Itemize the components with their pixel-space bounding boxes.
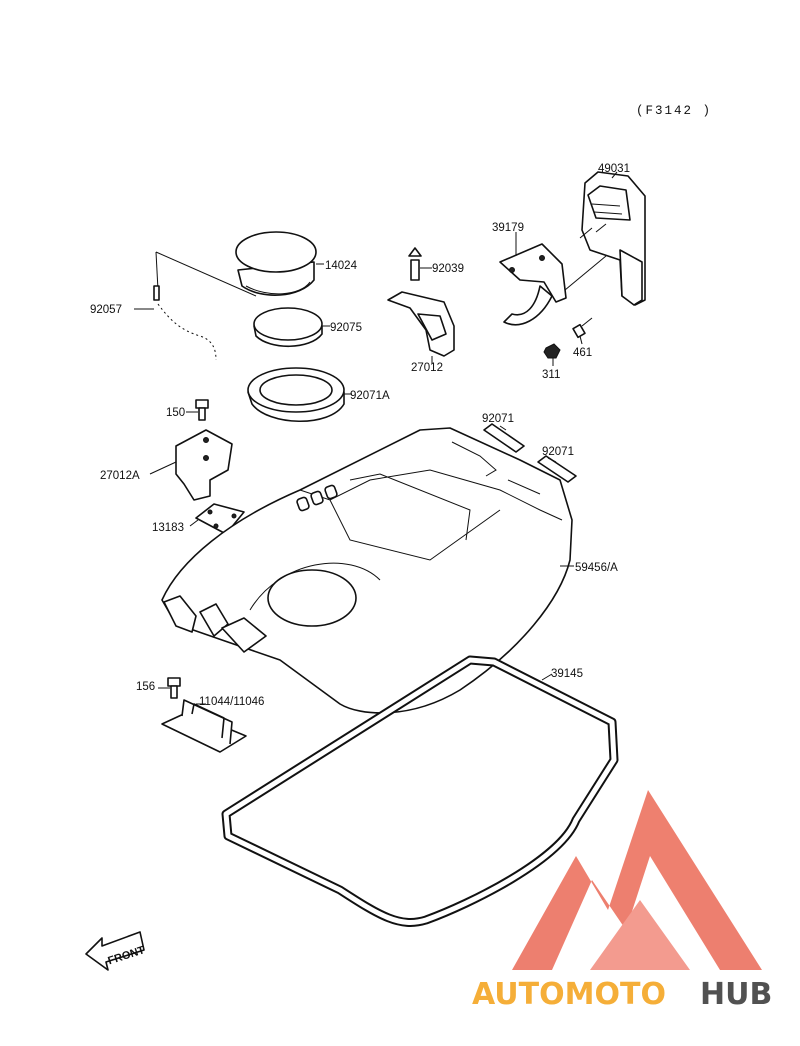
- part-11044: [161, 699, 247, 753]
- label-311: 311: [542, 369, 560, 381]
- part-92071-b: [537, 455, 577, 483]
- label-92057: 92057: [90, 304, 122, 316]
- watermark-text-1: AUTOMOTO: [472, 977, 666, 1012]
- front-arrow-icon: [85, 931, 145, 971]
- part-27012: [387, 291, 455, 364]
- label-39179: 39179: [492, 222, 524, 234]
- part-92057: [134, 251, 257, 361]
- label-14024: 14024: [325, 260, 358, 272]
- label-49031: 49031: [598, 163, 630, 175]
- label-27012A: 27012A: [100, 470, 140, 482]
- label-11044: 11044/11046: [199, 696, 264, 708]
- part-49031: [579, 171, 646, 306]
- figure-code: (F3142 ): [636, 104, 712, 118]
- part-92039: [408, 247, 432, 281]
- label-92071-a: 92071: [482, 413, 514, 425]
- label-92071A: 92071A: [350, 390, 390, 402]
- label-156: 156: [136, 681, 155, 693]
- watermark-logo: [512, 790, 762, 970]
- label-59456A: 59456/A: [575, 562, 618, 574]
- label-92039: 92039: [432, 263, 464, 275]
- part-311: [543, 343, 561, 366]
- part-92071-a: [483, 423, 525, 453]
- label-92071-b: 92071: [542, 446, 574, 458]
- label-39145: 39145: [551, 668, 583, 680]
- part-39179: [499, 232, 607, 326]
- part-92075: [253, 307, 330, 347]
- label-461: 461: [573, 347, 592, 359]
- label-13183: 13183: [152, 522, 184, 534]
- part-150: [186, 399, 209, 421]
- label-92075: 92075: [330, 322, 362, 334]
- part-27012A: [149, 429, 233, 501]
- label-27012: 27012: [411, 362, 443, 374]
- part-39145: [221, 655, 619, 927]
- label-150: 150: [166, 407, 185, 419]
- part-14024: [235, 231, 324, 296]
- watermark-text-2: HUB: [700, 977, 772, 1012]
- part-59456A: [161, 427, 574, 714]
- part-461: [572, 323, 586, 345]
- part-92071A: [247, 367, 352, 422]
- part-156: [158, 677, 181, 699]
